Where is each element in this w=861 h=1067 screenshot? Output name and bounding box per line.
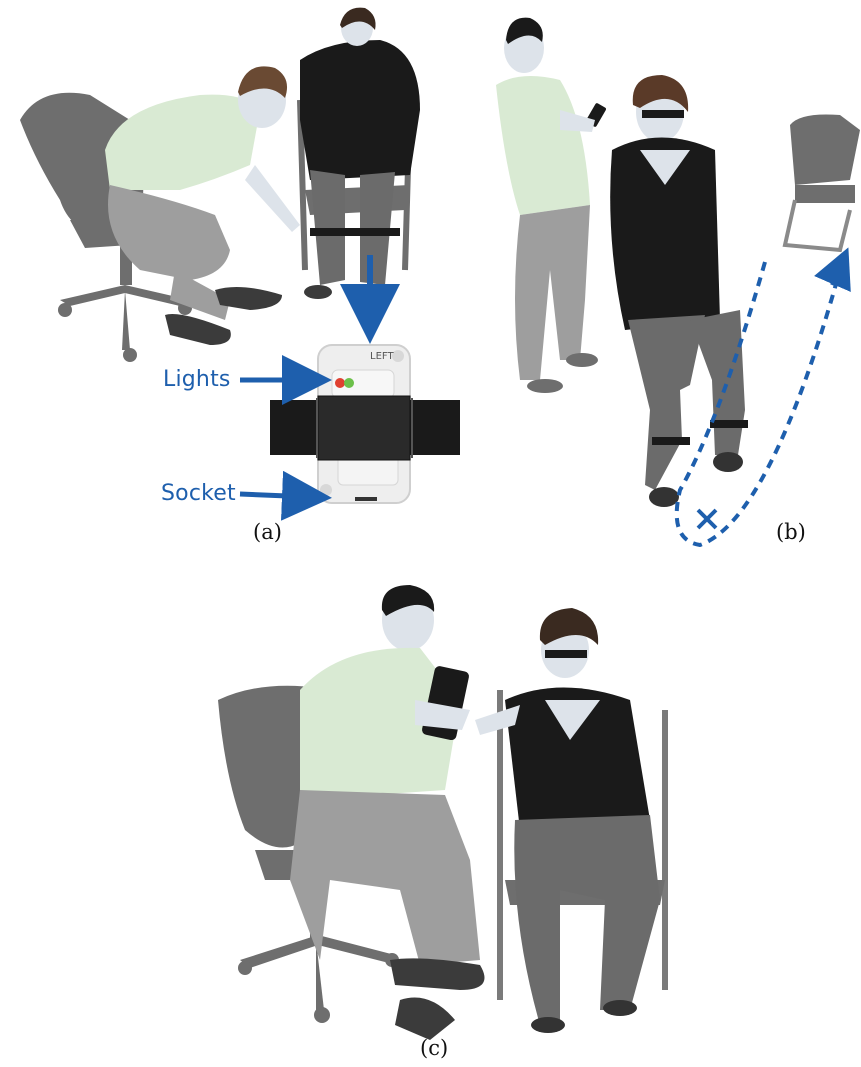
woman-seated-figure [300,8,420,299]
socket-callout: Socket [161,481,236,506]
panel-b [496,18,860,545]
panel-c [218,585,665,1040]
folding-chair-icon [785,114,860,250]
sensor-device [270,345,460,503]
red-light-icon [335,378,345,388]
socket-arrow-icon [240,494,312,497]
green-light-icon [344,378,354,388]
caption-b: (b) [776,520,806,544]
caption-a: (a) [253,520,282,544]
device-side-label: LEFT [370,351,394,362]
woman-walking-figure [610,75,748,507]
lights-callout: Lights [163,367,231,392]
man-crouching-figure [105,66,300,345]
start-cross-icon [698,510,716,528]
man-standing-figure [496,18,607,393]
panel-a [20,8,460,503]
caption-c: (c) [420,1036,448,1060]
